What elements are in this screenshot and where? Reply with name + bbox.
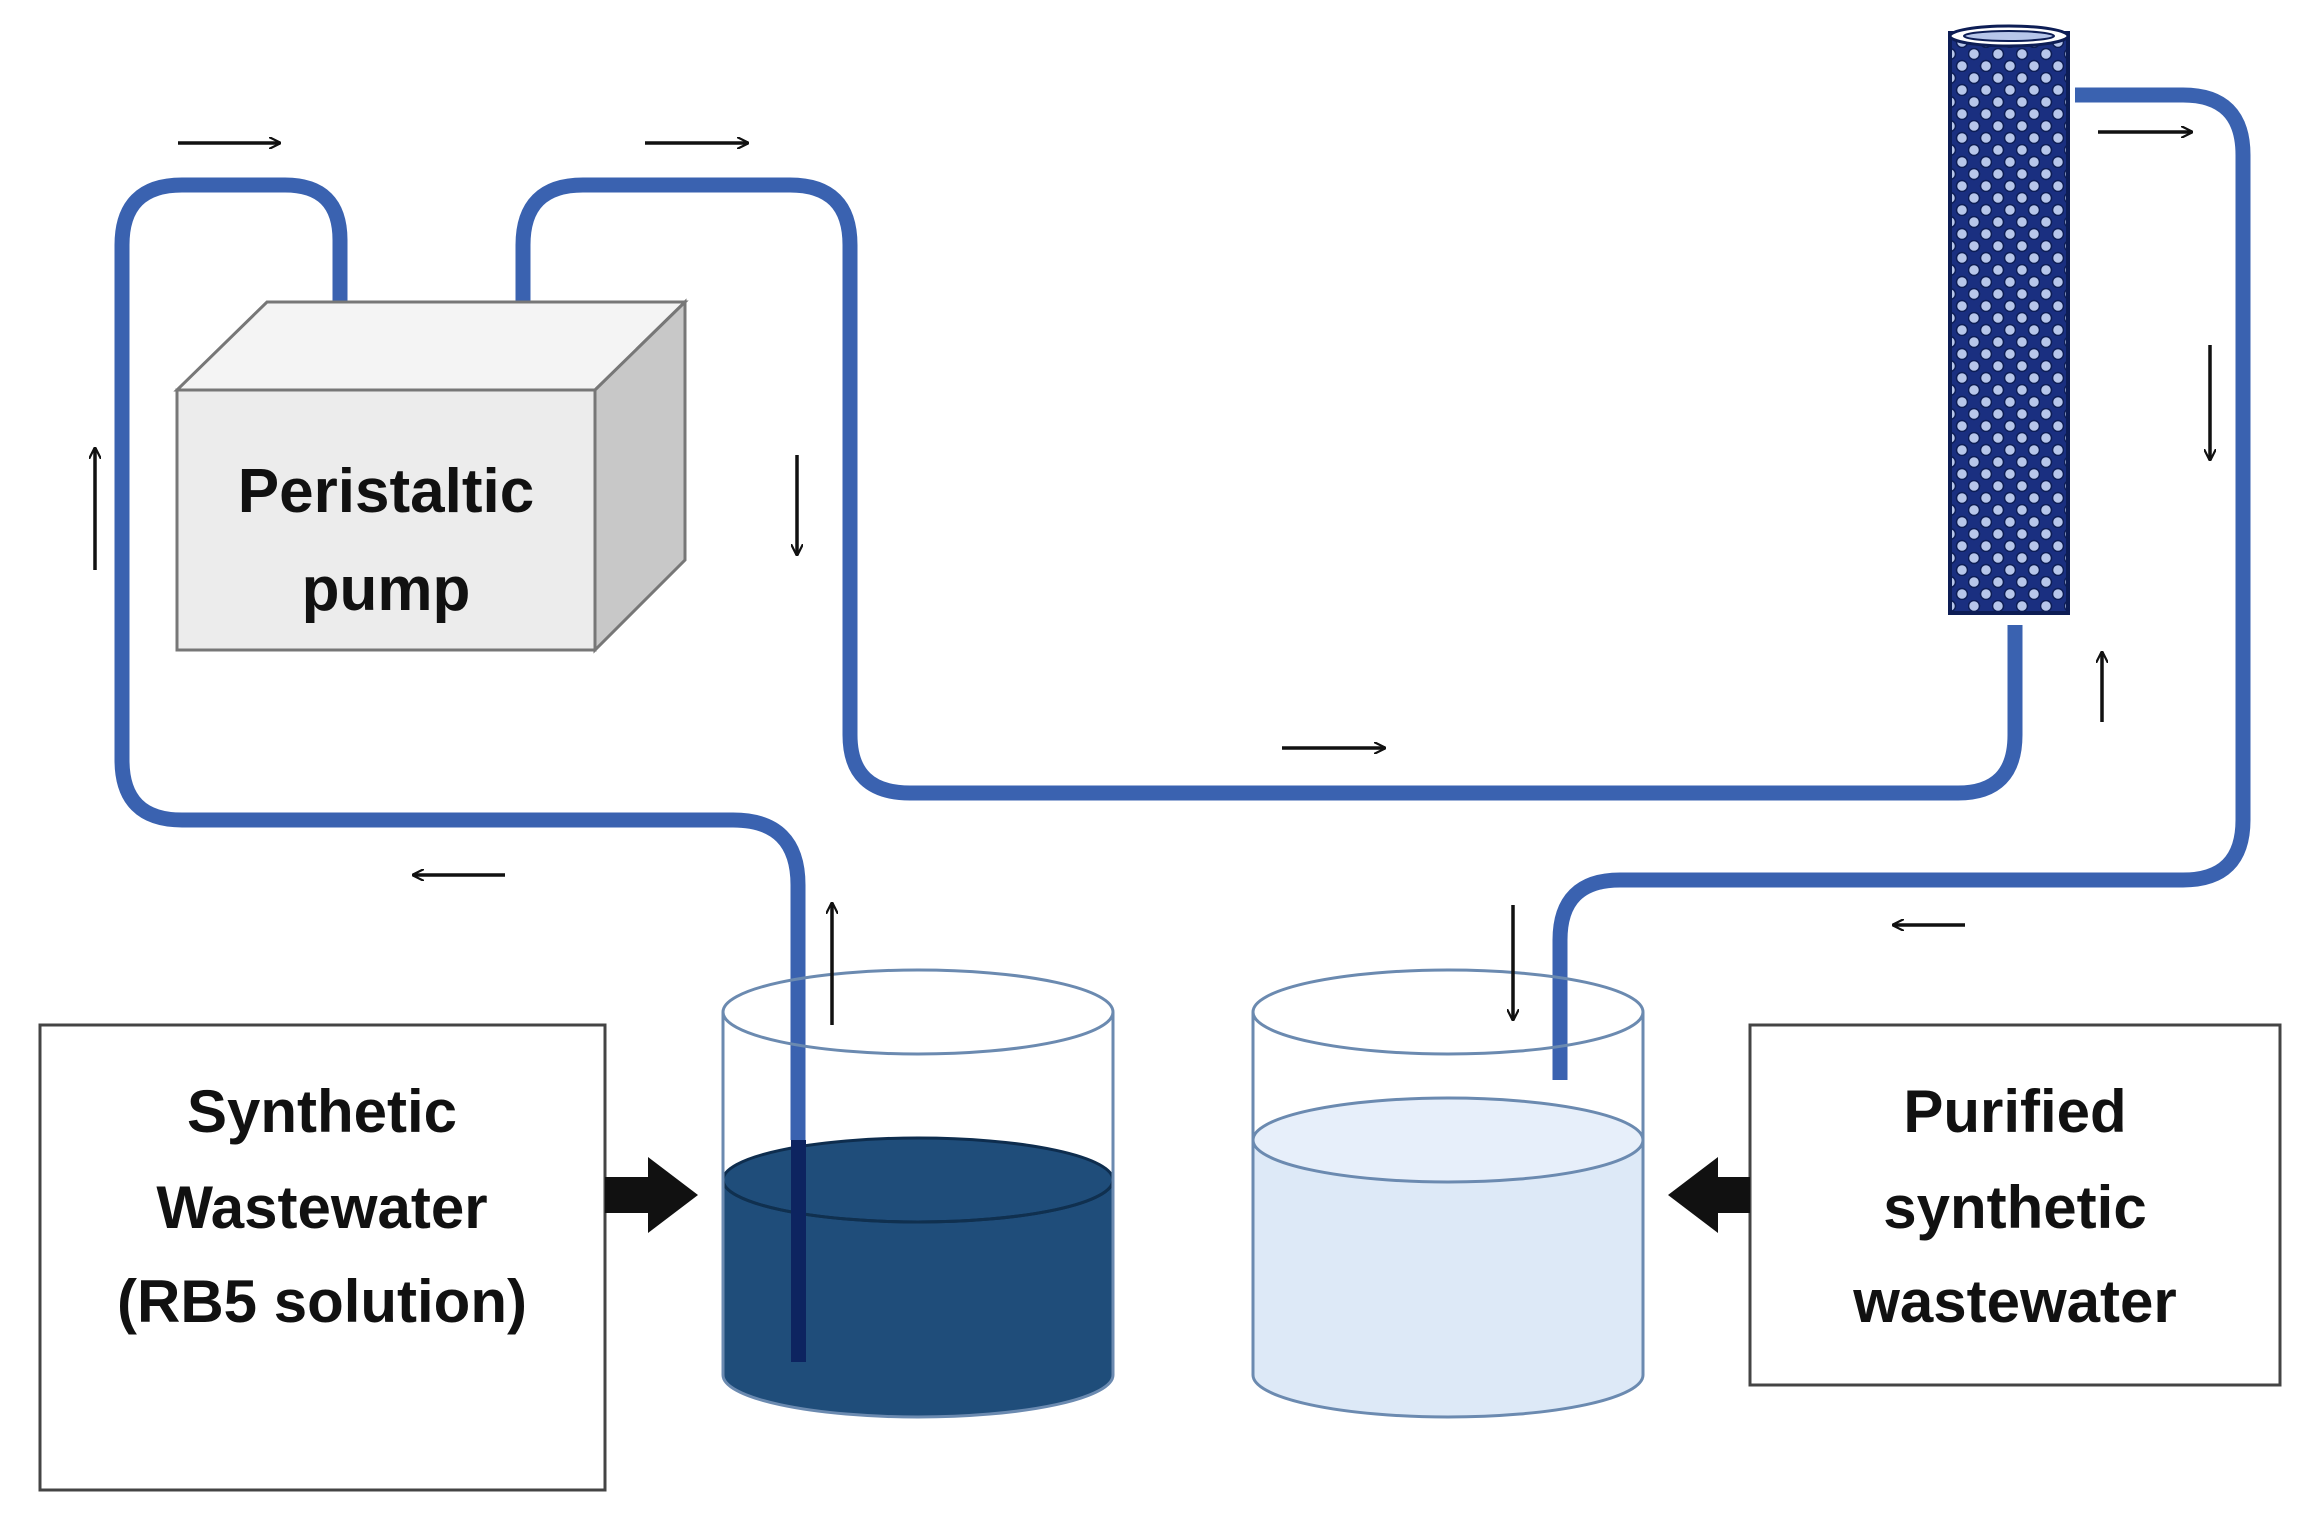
product-label-line2: synthetic <box>1883 1174 2146 1241</box>
block-arrow-icon <box>605 1157 698 1233</box>
tube-pump-to-column <box>515 177 2023 801</box>
source-label-box: Synthetic Wastewater (RB5 solution) <box>38 1023 607 1492</box>
product-beaker-icon <box>1251 968 1645 1419</box>
source-label-line3: (RB5 solution) <box>117 1268 527 1335</box>
source-beaker-icon <box>721 968 1115 1419</box>
pump-label-line1: Peristaltic <box>238 457 534 526</box>
source-label-line2: Wastewater <box>156 1174 487 1241</box>
source-label-line1: Synthetic <box>187 1078 457 1145</box>
pump-label-line2: pump <box>302 555 471 624</box>
tube-source-to-pump <box>114 177 806 1140</box>
product-label-box: Purified synthetic wastewater <box>1748 1023 2282 1387</box>
tubing <box>114 87 2251 1140</box>
block-arrow-icon <box>1668 1157 1750 1233</box>
product-label-line1: Purified <box>1903 1078 2126 1145</box>
tube-column-to-product <box>1552 87 2251 1080</box>
flow-arrows <box>95 132 2210 1025</box>
peristaltic-pump-icon: Peristaltic pump <box>173 298 689 654</box>
packed-column-icon <box>1948 24 2070 615</box>
product-label-line3: wastewater <box>1852 1268 2177 1335</box>
